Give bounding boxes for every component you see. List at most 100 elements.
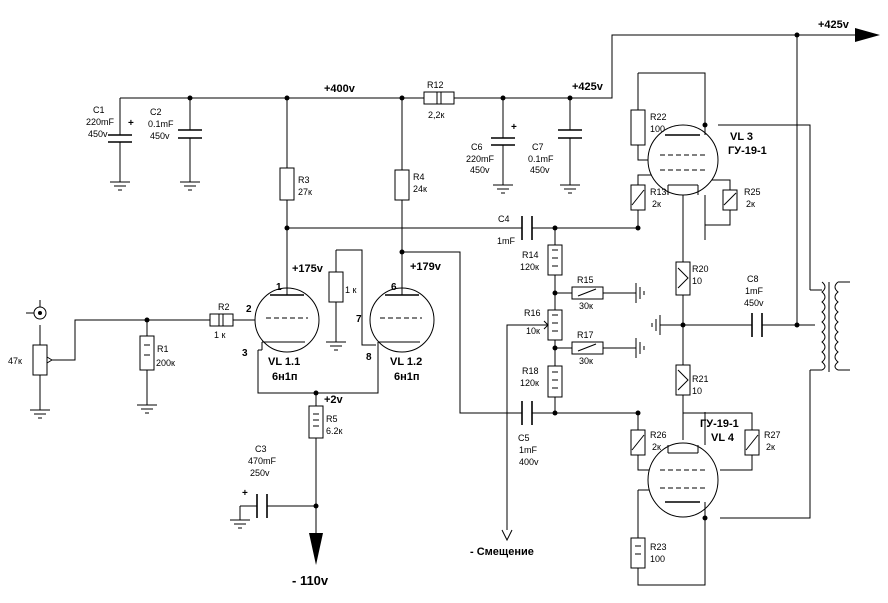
c5-voltage: 400v <box>519 457 539 467</box>
r13-value: 2к <box>652 199 661 209</box>
r27-name: R27 <box>764 430 781 440</box>
c1-value: 220mF <box>86 117 115 127</box>
r12-name: R12 <box>427 80 444 90</box>
junction-dots <box>144 32 800 521</box>
input-jack-icon <box>26 306 47 320</box>
r1-value: 200к <box>156 358 175 368</box>
c7-voltage: 450v <box>530 165 550 175</box>
tube-vl12 <box>369 283 435 353</box>
r14-name: R14 <box>522 250 539 260</box>
r5-name: R5 <box>326 414 338 424</box>
vl4-name: VL 4 <box>711 432 735 444</box>
c2-voltage: 450v <box>150 131 170 141</box>
label-2v: +2v <box>324 394 344 406</box>
r25-name: R25 <box>744 187 761 197</box>
r17-name: R17 <box>577 330 594 340</box>
r4-value: 24к <box>413 184 427 194</box>
r22-name: R22 <box>650 112 667 122</box>
c8-voltage: 450v <box>744 298 764 308</box>
c2-name: C2 <box>150 107 162 117</box>
pin-1: 1 <box>276 282 282 293</box>
label-425v-top: +425v <box>818 19 850 31</box>
c6-value: 220mF <box>466 154 495 164</box>
r26-value: 2к <box>652 442 661 452</box>
label-minus-110v: - 110v <box>292 573 329 588</box>
c6-voltage: 450v <box>470 165 490 175</box>
c6-plus: + <box>511 122 517 133</box>
vl11-type: 6н1п <box>272 371 298 383</box>
r2-value: 1 к <box>214 330 226 340</box>
r21-name: R21 <box>692 374 709 384</box>
pin-7: 7 <box>356 314 362 325</box>
capacitors <box>108 110 763 518</box>
c3-plus: + <box>242 488 248 499</box>
label-425v-mid: +425v <box>572 81 604 93</box>
c1-name: C1 <box>93 105 105 115</box>
c3-voltage: 250v <box>250 468 270 478</box>
c4-value: 1mF <box>497 236 516 246</box>
arrows <box>309 28 880 565</box>
r3-name: R3 <box>298 175 310 185</box>
c2-value: 0.1mF <box>148 119 174 129</box>
tube-vl3 <box>647 124 719 196</box>
tube-labels: VL 1.1 6н1п VL 1.2 6н1п VL 3 ГУ-19-1 ГУ-… <box>268 131 767 444</box>
c7-name: C7 <box>532 142 544 152</box>
label-bias: - Смещение <box>470 546 534 558</box>
r26-name: R26 <box>650 430 667 440</box>
r14-value: 120к <box>520 262 539 272</box>
r17-value: 30к <box>579 356 593 366</box>
r15-name: R15 <box>577 275 594 285</box>
wires <box>39 34 855 586</box>
pin-3: 3 <box>242 348 248 359</box>
r15-value: 30к <box>579 301 593 311</box>
r20-name: R20 <box>692 264 709 274</box>
r2-name: R2 <box>218 302 230 312</box>
c8-name: C8 <box>747 274 759 284</box>
r16-name: R16 <box>524 308 541 318</box>
voltage-labels: +400v +425v +425v +175v +179v +2v - 110v… <box>242 19 850 588</box>
c4-name: C4 <box>498 214 510 224</box>
label-400v: +400v <box>324 83 356 95</box>
r4-name: R4 <box>413 172 425 182</box>
pot-value: 47к <box>8 356 22 366</box>
r25-value: 2к <box>746 199 755 209</box>
vl11-name: VL 1.1 <box>268 356 300 368</box>
vl4-type: ГУ-19-1 <box>700 418 739 430</box>
vl3-type: ГУ-19-1 <box>728 145 767 157</box>
r5-value: 6.2к <box>326 426 343 436</box>
c3-name: C3 <box>255 444 267 454</box>
c8-value: 1mF <box>745 286 764 296</box>
c5-value: 1mF <box>519 445 538 455</box>
r23-value: 100 <box>650 554 665 564</box>
r18-name: R18 <box>522 366 539 376</box>
r18-value: 120к <box>520 378 539 388</box>
resistors <box>32 91 760 569</box>
component-labels: C1 220mF 450v + C2 0.1mF 450v R12 2,2к C… <box>8 80 781 564</box>
tube-vl11 <box>254 278 320 353</box>
c1-plus: + <box>128 118 134 129</box>
tube-vl4 <box>647 442 719 518</box>
r3-value: 27к <box>298 187 312 197</box>
r27-value: 2к <box>766 442 775 452</box>
c5-name: C5 <box>518 433 530 443</box>
r13-name: R13 <box>650 187 667 197</box>
label-179v: +179v <box>410 261 442 273</box>
output-transformer-icon <box>821 281 839 372</box>
rk-value: 1 к <box>345 285 357 295</box>
vl3-name: VL 3 <box>730 131 753 143</box>
ground-symbols <box>30 181 661 529</box>
r12-value: 2,2к <box>428 110 445 120</box>
r21-value: 10 <box>692 386 702 396</box>
label-175v: +175v <box>292 263 324 275</box>
r20-value: 10 <box>692 276 702 286</box>
r23-name: R23 <box>650 542 667 552</box>
pin-2: 2 <box>246 304 252 315</box>
r16-value: 10к <box>526 326 540 336</box>
c1-voltage: 450v <box>88 129 108 139</box>
r22-value: 100 <box>650 124 665 134</box>
pin-8: 8 <box>366 352 372 363</box>
r1-name: R1 <box>157 344 169 354</box>
vl12-name: VL 1.2 <box>390 356 422 368</box>
vl12-type: 6н1п <box>394 371 420 383</box>
